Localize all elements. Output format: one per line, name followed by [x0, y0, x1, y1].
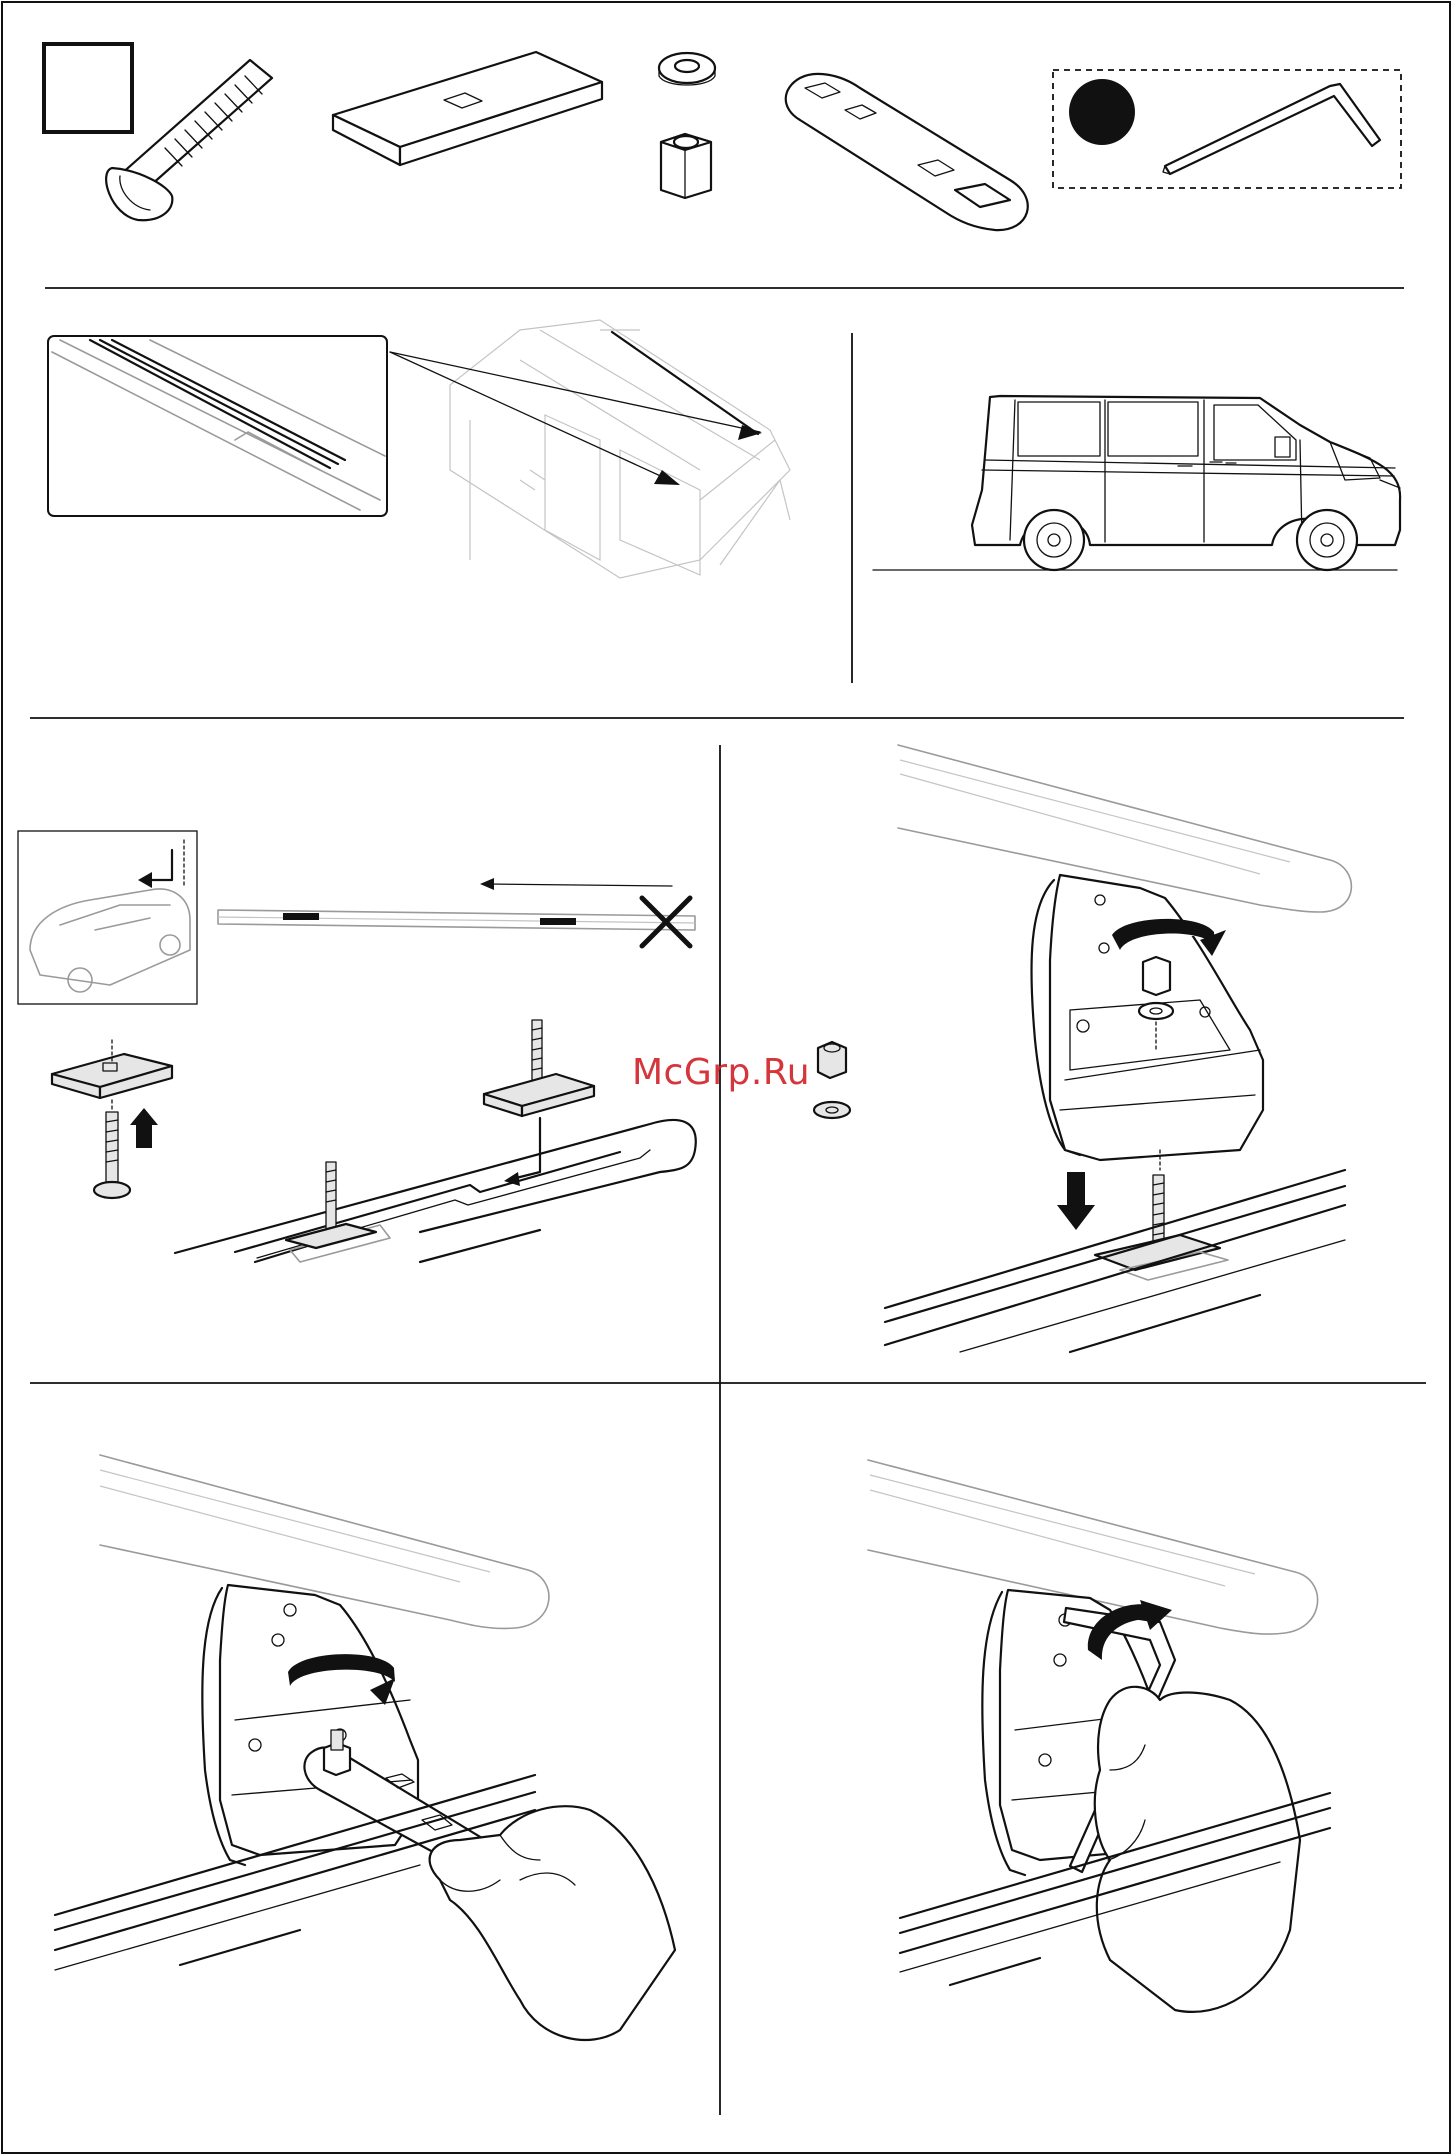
- roof-rail-detail: [48, 320, 790, 578]
- washer-drawing: [659, 53, 715, 85]
- t-plate-drawing: [333, 52, 602, 165]
- hex-key-drawing: [1163, 84, 1380, 174]
- hex-nut-drawing: [661, 134, 711, 198]
- rear-wheel: [1024, 510, 1084, 570]
- step-mount-foot: [814, 745, 1351, 1352]
- quantity-box: [44, 44, 132, 132]
- van-side-view: [873, 396, 1400, 570]
- step-tighten-hex-key: [868, 1460, 1330, 2012]
- step-tighten-spanner: [55, 1455, 675, 2040]
- step-insert-t-bolt: [18, 831, 696, 1262]
- parts-row: [44, 44, 1401, 230]
- watermark-text: McGrp.Ru: [632, 1052, 810, 1093]
- front-wheel: [1297, 510, 1357, 570]
- spanner-drawing: [786, 74, 1028, 230]
- optional-dot-icon: [1069, 79, 1135, 145]
